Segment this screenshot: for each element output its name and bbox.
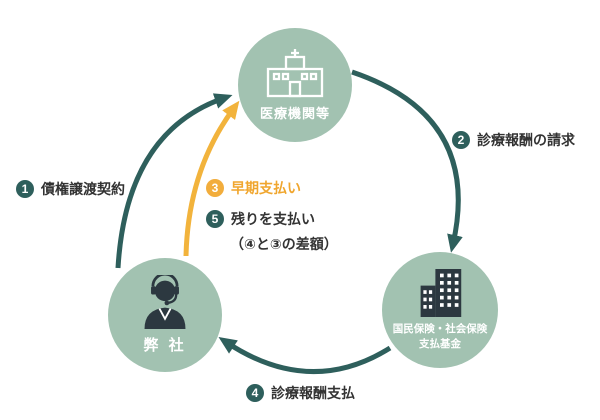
step-2-fee-claim: 2 診療報酬の請求 [452, 130, 575, 150]
operator-headset-icon [134, 275, 196, 329]
node-fund-label-line2: 支払基金 [419, 337, 461, 350]
office-building-icon [418, 268, 462, 317]
step-4-fee-payment: 4 診療報酬支払 [246, 383, 355, 403]
step-3-badge: 3 [206, 179, 224, 197]
step-3-label: 早期支払い [231, 180, 301, 196]
step-5-sublabel: （④と③の差額） [230, 236, 338, 252]
step-1-badge: 1 [16, 180, 34, 198]
step-1-label: 債権譲渡契約 [41, 181, 125, 197]
node-our-company: 弊 社 [108, 258, 222, 372]
arrow-claim [351, 69, 463, 253]
step-4-label: 診療報酬支払 [271, 385, 355, 401]
step-1-assignment-contract: 1 債権譲渡契約 [16, 179, 125, 199]
node-payment-fund: 国民保険・社会保険 支払基金 [382, 252, 498, 368]
step-2-badge: 2 [452, 131, 470, 149]
node-fund-label-line1: 国民保険・社会保険 [392, 322, 488, 335]
step-2-label: 診療報酬の請求 [477, 132, 575, 148]
step-5-label: 残りを支払い [231, 211, 315, 227]
hospital-icon [264, 48, 326, 98]
node-company-label: 弊 社 [143, 337, 187, 354]
step-4-badge: 4 [246, 384, 264, 402]
step-5-badge: 5 [206, 210, 224, 228]
node-medical-institution: 医療機関等 [238, 28, 352, 142]
node-medical-label: 医療機関等 [259, 106, 330, 121]
arrow-fee-payment [218, 337, 392, 374]
node-fund-label: 国民保険・社会保険 支払基金 [393, 322, 488, 351]
step-3-early-payment: 3 早期支払い [206, 178, 301, 198]
step-5-pay-remainder: 5 残りを支払い [206, 209, 315, 229]
